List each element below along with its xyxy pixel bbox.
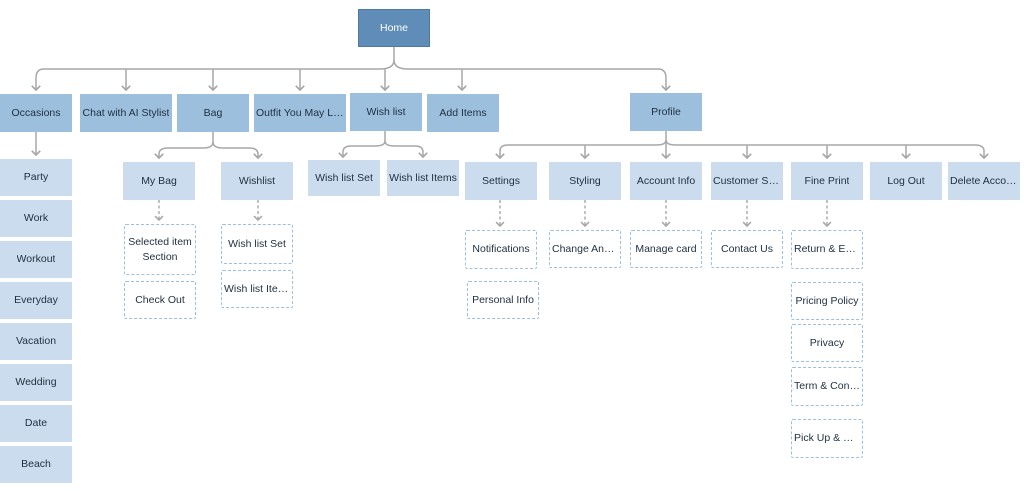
occasion-item[interactable]: Everyday: [0, 282, 72, 319]
log-out-node[interactable]: Log Out: [870, 162, 942, 200]
occasions-node[interactable]: Occasions: [0, 94, 72, 132]
styling-node[interactable]: Styling: [549, 162, 621, 200]
manage-card-node[interactable]: Manage card: [630, 230, 702, 268]
customer-service-node[interactable]: Customer Ser...: [711, 162, 783, 200]
home-node[interactable]: Home: [358, 9, 430, 47]
outfit-you-may-like-node[interactable]: Outfit You May Like: [254, 94, 346, 132]
bag-wish-list-items-node[interactable]: Wish list Items: [221, 270, 293, 308]
delete-account-node[interactable]: Delete Account: [948, 162, 1020, 200]
bag-wish-list-set-node[interactable]: Wish list Set: [221, 224, 293, 264]
selected-item-section-node[interactable]: Selected item Section: [124, 224, 196, 275]
occasion-item[interactable]: Beach: [0, 446, 72, 483]
wish-list-items-node[interactable]: Wish list Items: [387, 160, 459, 196]
occasion-item[interactable]: Date: [0, 405, 72, 442]
settings-node[interactable]: Settings: [465, 162, 537, 200]
wishlist-node[interactable]: Wishlist: [221, 162, 293, 200]
occasion-item[interactable]: Vacation: [0, 323, 72, 360]
my-bag-node[interactable]: My Bag: [123, 162, 195, 200]
occasion-item[interactable]: Work: [0, 200, 72, 237]
terms-conditions-node[interactable]: Term & Conditi...: [791, 367, 863, 406]
change-answers-node[interactable]: Change Answ...: [549, 230, 621, 268]
chat-ai-stylist-node[interactable]: Chat with AI Stylist: [80, 94, 172, 132]
personal-info-node[interactable]: Personal Info: [467, 281, 539, 319]
return-exchange-node[interactable]: Return & Exch...: [791, 230, 863, 269]
bag-node[interactable]: Bag: [177, 94, 249, 132]
occasion-item[interactable]: Workout: [0, 241, 72, 278]
pricing-policy-node[interactable]: Pricing Policy: [791, 282, 863, 320]
privacy-node[interactable]: Privacy: [791, 324, 863, 362]
account-info-node[interactable]: Account Info: [630, 162, 702, 200]
wish-list-node[interactable]: Wish list: [350, 93, 422, 131]
contact-us-node[interactable]: Contact Us: [711, 230, 783, 268]
notifications-node[interactable]: Notifications: [465, 230, 537, 269]
profile-node[interactable]: Profile: [630, 93, 702, 131]
wish-list-set-node[interactable]: Wish list Set: [308, 160, 380, 196]
fine-print-node[interactable]: Fine Print: [791, 162, 863, 200]
occasion-item[interactable]: Party: [0, 159, 72, 196]
add-items-node[interactable]: Add Items: [427, 94, 499, 132]
check-out-node[interactable]: Check Out: [124, 281, 196, 319]
occasion-item[interactable]: Wedding: [0, 364, 72, 401]
pick-up-delivery-node[interactable]: Pick Up & Deli...: [791, 419, 863, 458]
